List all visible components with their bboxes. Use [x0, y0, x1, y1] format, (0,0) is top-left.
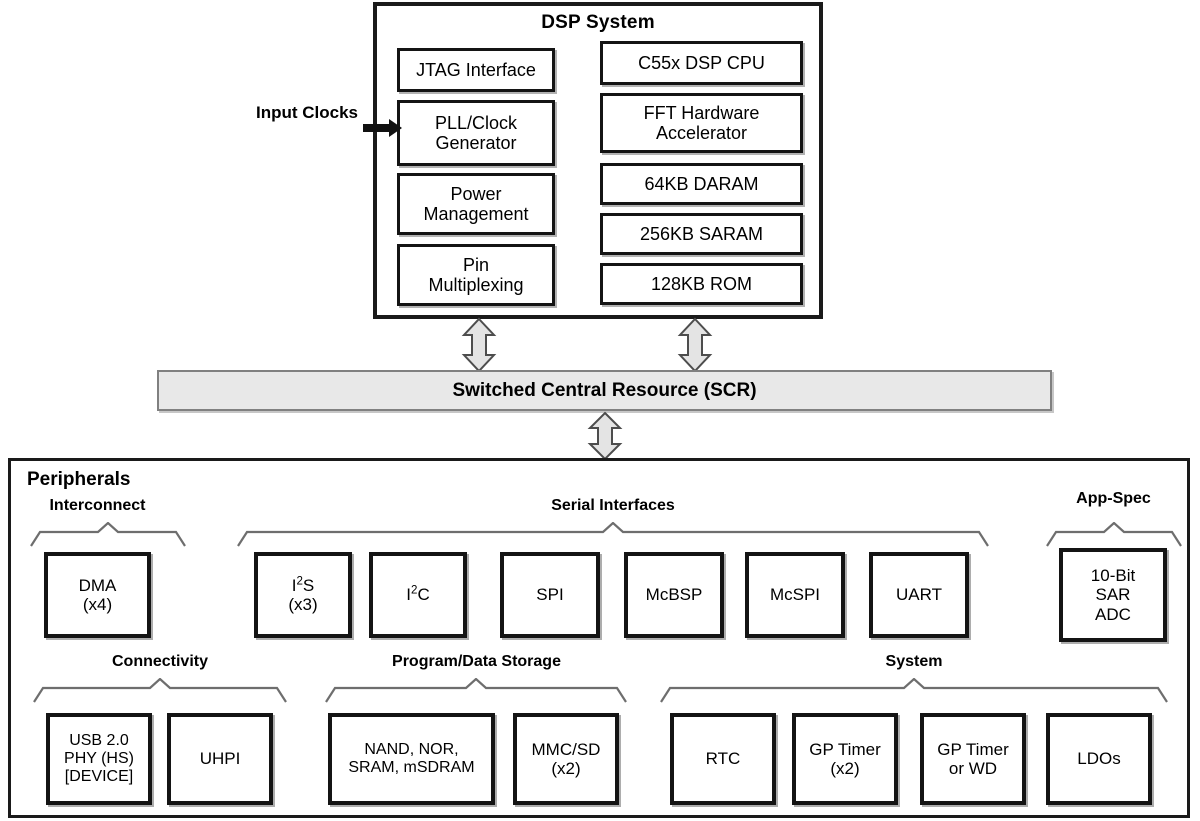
block-line: SRAM, mSDRAM: [348, 759, 475, 776]
scr-to-peripherals-arrow: [587, 411, 623, 461]
block-line: SPI: [536, 585, 564, 605]
peripheral-block-gp-timer-or-wd[interactable]: GP Timer or WD: [920, 713, 1026, 805]
block-line: GP Timer: [809, 739, 881, 759]
input-clocks-label-line2: Clocks: [302, 103, 358, 122]
block-line: UHPI: [199, 749, 241, 769]
group-label-system: System: [885, 653, 943, 670]
dsp-block-fft-hardware-accelerator[interactable]: FFT Hardware Accelerator: [600, 93, 803, 153]
dsp-block-line: FFT Hardware: [643, 102, 760, 123]
block-line: ADC: [1095, 604, 1131, 624]
dsp-system-title: DSP System: [541, 12, 655, 33]
brace-system: [660, 678, 1168, 703]
block-line: USB 2.0: [69, 731, 129, 749]
dsp-block-128kb-rom[interactable]: 128KB ROM: [600, 263, 803, 305]
dsp-block-c55x-dsp-cpu[interactable]: C55x DSP CPU: [600, 41, 803, 85]
dsp-block-line: Generator: [435, 133, 517, 153]
block-line: LDOs: [1077, 749, 1121, 769]
block-line: (x2): [551, 759, 581, 778]
block-line: 10-Bit: [1090, 565, 1136, 585]
block-line: DMA: [78, 575, 117, 595]
block-line: I2S: [291, 574, 315, 595]
block-line: UART: [896, 585, 942, 605]
input-clocks-label: Input Clocks: [255, 103, 358, 123]
dsp-to-scr-arrow-left: [461, 317, 497, 373]
dsp-block-pll-clock-generator[interactable]: PLL/Clock Generator: [397, 100, 555, 166]
peripheral-block-10bit-sar-adc[interactable]: 10-Bit SAR ADC: [1059, 548, 1167, 642]
block-line: I2C: [406, 584, 430, 605]
dsp-block-line: Management: [423, 204, 529, 224]
dsp-block-line: C55x DSP CPU: [638, 52, 765, 73]
block-line: GP Timer: [937, 739, 1009, 759]
dsp-block-line: Accelerator: [655, 123, 748, 143]
peripheral-block-mmc-sd[interactable]: NAND, NOR, MMC/SD (x2): [513, 713, 619, 805]
block-line: PHY (HS): [64, 749, 134, 767]
dsp-block-power-management[interactable]: Power Management: [397, 173, 555, 235]
block-line: (x2): [830, 759, 860, 778]
dsp-block-line: JTAG Interface: [416, 59, 536, 80]
peripheral-block-mcspi[interactable]: McSPI: [745, 552, 845, 638]
block-line: NAND, NOR,: [364, 740, 459, 758]
dsp-block-line: 256KB SARAM: [639, 223, 764, 244]
dsp-block-64kb-daram[interactable]: 64KB DARAM: [600, 163, 803, 205]
brace-serial-interfaces: [237, 522, 989, 547]
peripheral-block-i2c[interactable]: I2C: [369, 552, 467, 638]
brace-app-spec: [1046, 522, 1182, 547]
brace-connectivity: [33, 678, 287, 703]
dsp-block-256kb-saram[interactable]: 256KB SARAM: [600, 213, 803, 255]
peripheral-block-uhpi[interactable]: UHPI: [167, 713, 273, 805]
dsp-block-pin-multiplexing[interactable]: Pin Multiplexing: [397, 244, 555, 306]
dsp-block-jtag-interface[interactable]: JTAG Interface: [397, 48, 555, 92]
dsp-block-line: Pin: [462, 254, 489, 275]
block-line: McBSP: [645, 585, 703, 605]
peripheral-block-mcbsp[interactable]: McBSP: [624, 552, 724, 638]
scr-label: Switched Central Resource (SCR): [452, 379, 757, 401]
block-line: RTC: [705, 749, 741, 769]
block-line: McSPI: [769, 585, 821, 605]
peripheral-block-usb-phy[interactable]: USB 2.0 PHY (HS) [DEVICE]: [46, 713, 152, 805]
dsp-block-line: 64KB DARAM: [644, 173, 759, 194]
peripheral-block-gp-timer-x2[interactable]: GP Timer (x2): [792, 713, 898, 805]
dsp-block-line: Multiplexing: [428, 275, 524, 295]
input-clocks-label-line1: Input: [255, 103, 298, 122]
brace-program-data-storage: [325, 678, 627, 703]
block-line: [DEVICE]: [64, 768, 134, 786]
dsp-to-scr-arrow-right: [677, 317, 713, 373]
brace-interconnect: [30, 522, 186, 547]
block-line: (x4): [82, 595, 113, 614]
group-label-interconnect: Interconnect: [49, 497, 146, 514]
peripheral-block-nand-nor-sram-msdram[interactable]: NAND, NOR, SRAM, mSDRAM: [328, 713, 495, 805]
input-clocks-arrow-head: [389, 119, 402, 137]
block-line: (x3): [288, 595, 318, 614]
peripheral-block-rtc[interactable]: RTC: [670, 713, 776, 805]
dsp-block-line: PLL/Clock: [434, 112, 518, 133]
dsp-block-line: 128KB ROM: [650, 273, 753, 294]
group-label-app-spec: App-Spec: [1076, 490, 1151, 507]
input-clocks-arrow-shaft: [363, 124, 392, 132]
block-line: or WD: [948, 759, 998, 778]
group-label-connectivity: Connectivity: [111, 653, 208, 670]
peripheral-block-uart[interactable]: UART: [869, 552, 969, 638]
peripheral-block-dma[interactable]: DMA (x4): [44, 552, 151, 638]
block-line: MMC/SD: [531, 739, 601, 759]
block-line: SAR: [1095, 585, 1131, 605]
peripheral-block-i2s[interactable]: I2S (x3): [254, 552, 352, 638]
switched-central-resource-bar[interactable]: Switched Central Resource (SCR): [157, 370, 1052, 411]
peripherals-title: Peripherals: [27, 469, 131, 490]
peripheral-block-ldos[interactable]: LDOs: [1046, 713, 1152, 805]
group-label-program-data-storage: Program/Data Storage: [392, 653, 561, 670]
group-label-serial-interfaces: Serial Interfaces: [551, 497, 675, 514]
dsp-block-line: Power: [450, 183, 502, 204]
peripheral-block-spi[interactable]: SPI: [500, 552, 600, 638]
